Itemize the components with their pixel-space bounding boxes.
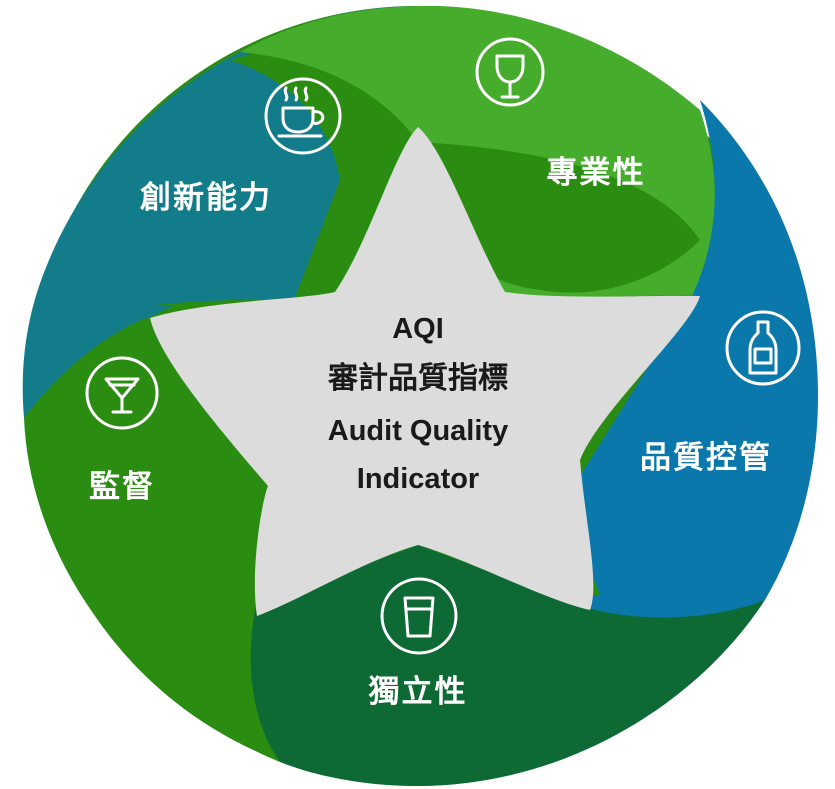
wine-bottle-icon — [725, 310, 801, 386]
segment-quality-control — [540, 100, 818, 622]
segment-independence — [250, 545, 766, 786]
segment-professionalism — [240, 5, 715, 298]
label-quality-control: 品質控管 — [640, 440, 772, 476]
cup-icon — [380, 577, 458, 655]
label-supervision: 監督 — [89, 469, 155, 505]
label-independence: 獨立性 — [369, 674, 468, 710]
center-title-english-2: Indicator — [357, 463, 479, 495]
center-star — [150, 127, 700, 616]
center-title-english-1: Audit Quality — [328, 415, 508, 447]
wine-glass-icon — [475, 37, 545, 107]
center-title-abbrev: AQI — [392, 313, 444, 345]
center-title-chinese: 審計品質指標 — [327, 361, 508, 396]
cocktail-glass-icon — [85, 356, 159, 430]
coffee-cup-icon — [264, 77, 342, 155]
label-innovation: 創新能力 — [140, 180, 272, 216]
label-professionalism: 專業性 — [547, 155, 646, 191]
segment-supervision — [24, 316, 280, 762]
segment-innovation — [22, 6, 417, 418]
